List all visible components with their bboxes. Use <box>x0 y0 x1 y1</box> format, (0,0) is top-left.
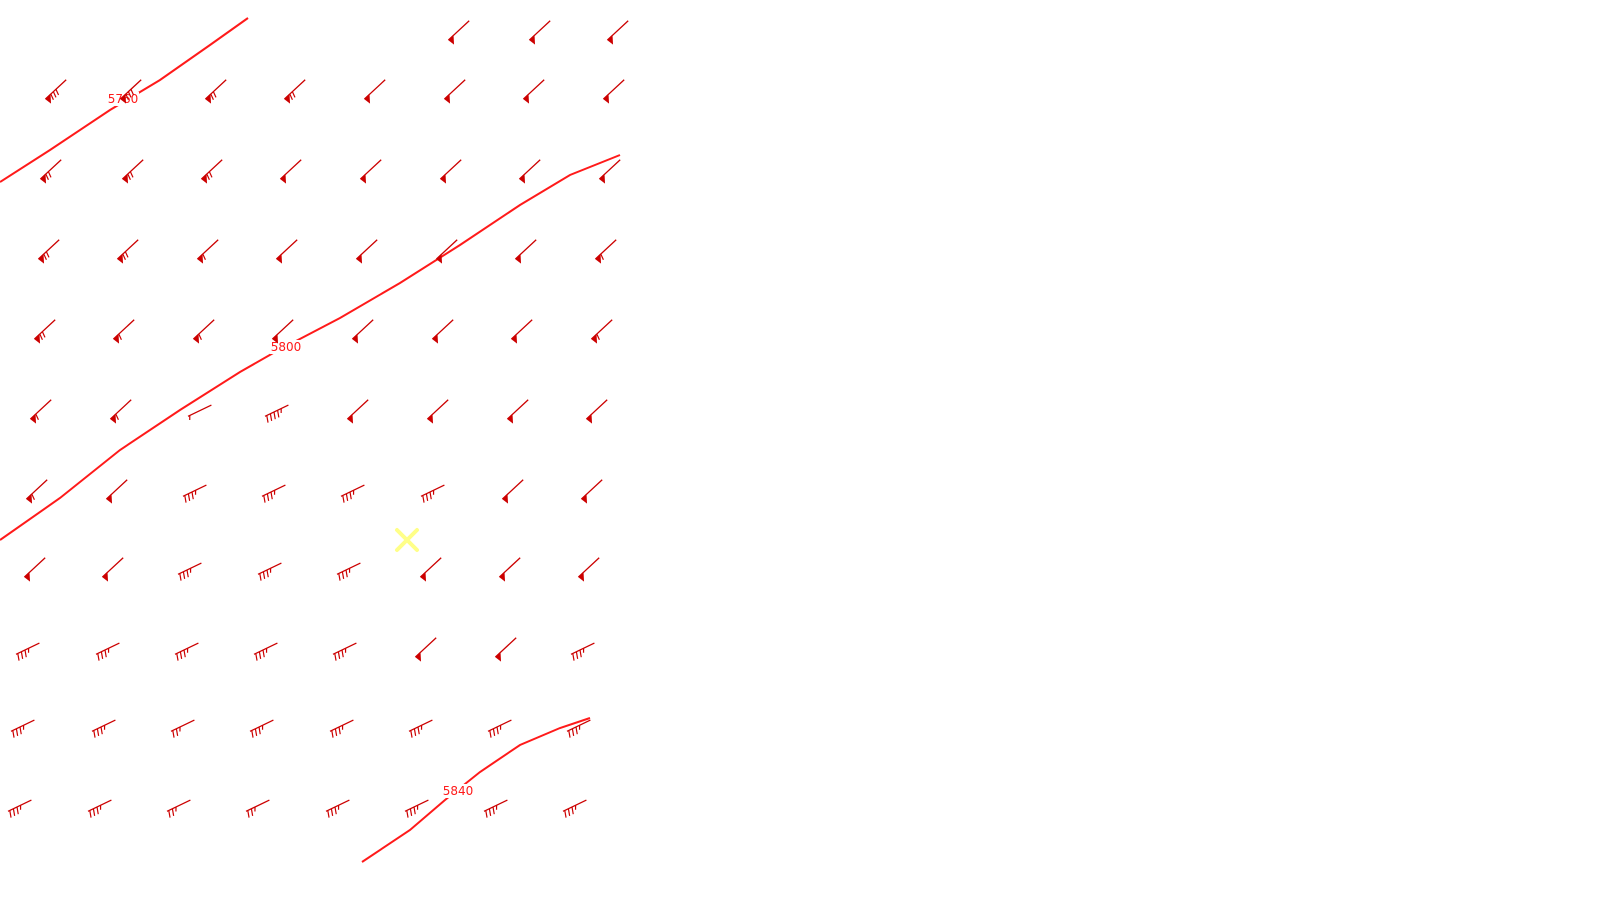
wind-barb <box>447 20 470 45</box>
wind-barb <box>594 239 617 264</box>
wind-barb <box>506 399 529 424</box>
wind-barb <box>408 719 433 738</box>
wind-barb <box>196 239 219 264</box>
wind-barb <box>253 642 278 661</box>
wind-barb <box>431 319 454 344</box>
wind-barb <box>95 642 120 661</box>
wind-barb <box>39 159 62 184</box>
wind-barb <box>494 637 517 662</box>
marker-x-stroke <box>395 528 419 552</box>
wind-barb <box>426 399 449 424</box>
wind-barb <box>439 159 462 184</box>
wind-barb <box>585 399 608 424</box>
contour-line-5800 <box>0 154 621 541</box>
wind-barb <box>204 79 227 104</box>
wind-barb <box>177 562 202 581</box>
location-marker[interactable] <box>395 528 419 552</box>
wind-barb <box>598 159 621 184</box>
wind-barb <box>275 239 298 264</box>
wind-barb <box>570 642 595 661</box>
wind-barb <box>245 799 270 818</box>
wind-barb <box>182 484 207 503</box>
wind-barb <box>29 399 52 424</box>
height-contours: 576058005840 <box>0 17 621 863</box>
wind-barb <box>329 719 354 738</box>
wind-barb <box>355 239 378 264</box>
wind-barb <box>257 562 282 581</box>
wind-barb <box>271 319 294 344</box>
wind-barb <box>340 484 365 503</box>
wind-barb <box>359 159 382 184</box>
wind-barb <box>501 479 524 504</box>
wind-barb <box>87 799 112 818</box>
wind-barb <box>174 642 199 661</box>
wind-barb <box>346 399 369 424</box>
wind-barb <box>7 799 32 818</box>
wind-barb <box>10 719 35 738</box>
wind-barb <box>33 319 56 344</box>
wind-barb <box>606 20 629 45</box>
wind-barb <box>192 319 215 344</box>
wind-barb <box>420 484 445 503</box>
wind-barb <box>25 479 48 504</box>
wind-barb <box>514 239 537 264</box>
wind-barb <box>528 20 551 45</box>
wind-barb <box>404 799 429 818</box>
wind-barb <box>101 557 124 582</box>
wind-barb <box>261 484 286 503</box>
wind-barb <box>522 79 545 104</box>
wind-barb <box>112 319 135 344</box>
wind-barb <box>351 319 374 344</box>
wind-barb <box>44 79 67 104</box>
wind-barb <box>283 79 306 104</box>
wind-barb <box>15 642 40 661</box>
wind-barb <box>187 404 212 420</box>
contour-label-bg <box>442 784 474 798</box>
wind-barb <box>91 719 116 738</box>
wind-barb <box>602 79 625 104</box>
wind-barb <box>249 719 274 738</box>
wind-barb <box>37 239 60 264</box>
wind-barb <box>332 642 357 661</box>
wind-barb <box>363 79 386 104</box>
wind-barb <box>336 562 361 581</box>
wind-barb <box>483 799 508 818</box>
wind-barb <box>518 159 541 184</box>
wind-barb <box>325 799 350 818</box>
wind-barb <box>443 79 466 104</box>
wind-barb <box>200 159 223 184</box>
wind-barb <box>419 557 442 582</box>
wind-barb <box>487 719 512 738</box>
wind-barb <box>170 719 195 738</box>
contour-label-5800: 5800 <box>271 340 302 354</box>
wind-barb <box>109 399 132 424</box>
wind-barb <box>264 404 289 423</box>
wind-barb <box>23 557 46 582</box>
wind-barb <box>562 799 587 818</box>
wind-barb <box>116 239 139 264</box>
wind-barb <box>414 637 437 662</box>
contour-label-5840: 5840 <box>443 784 474 798</box>
contour-line-5840 <box>361 717 591 863</box>
wind-barb <box>590 319 613 344</box>
wind-barb <box>105 479 128 504</box>
wind-barb <box>435 239 458 264</box>
wind-barb <box>121 159 144 184</box>
wind-barb <box>566 719 591 738</box>
wind-barb <box>580 479 603 504</box>
wind-barb <box>119 79 142 104</box>
wind-barb <box>498 557 521 582</box>
wind-barb <box>166 799 191 818</box>
wind-barbs <box>7 20 629 818</box>
wind-barb <box>577 557 600 582</box>
wind-barb <box>279 159 302 184</box>
wind-barb <box>510 319 533 344</box>
